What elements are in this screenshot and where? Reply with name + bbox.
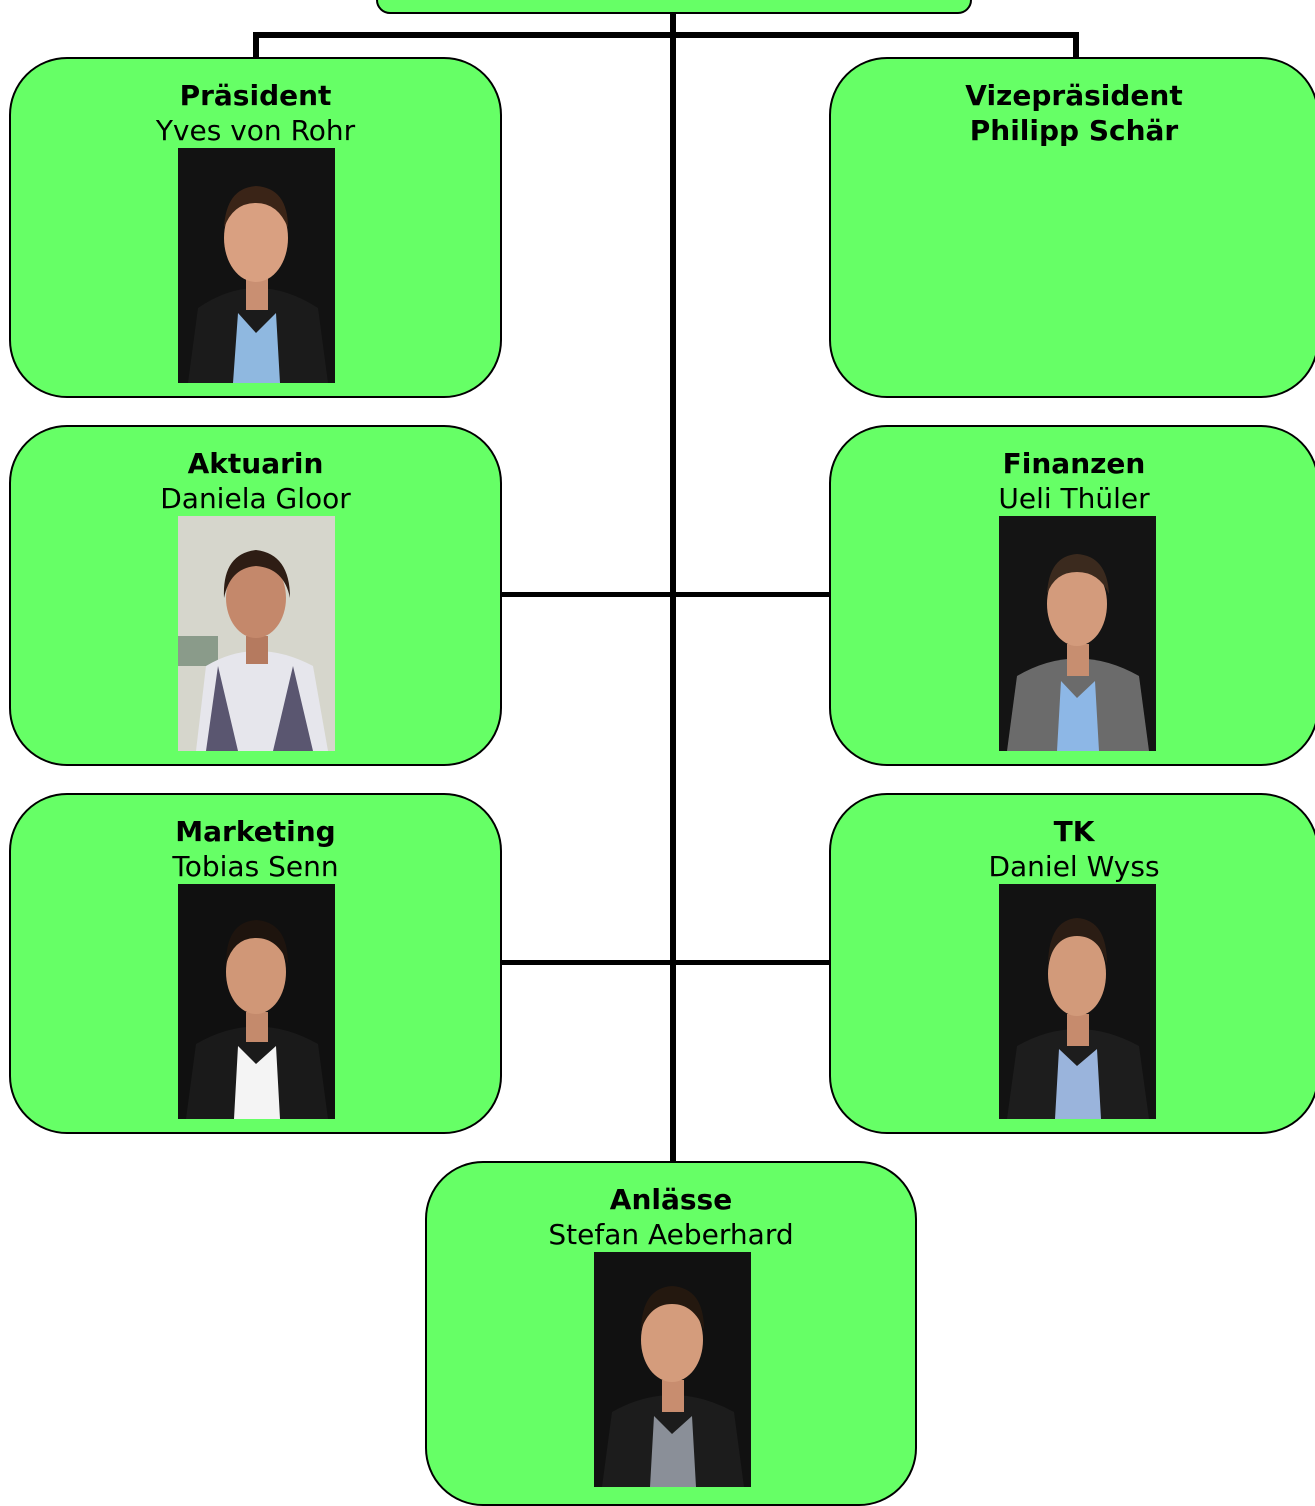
connector-row3 [500, 960, 832, 965]
role-label: Marketing [175, 815, 336, 848]
org-box-aktuarin: Aktuarin Daniela Gloor [9, 425, 502, 766]
portrait-photo [178, 516, 335, 751]
person-name: Stefan Aeberhard [548, 1218, 794, 1251]
person-name: Daniel Wyss [988, 850, 1160, 883]
person-name: Philipp Schär [969, 114, 1179, 147]
org-box-anlaesse: Anlässe Stefan Aeberhard [425, 1161, 917, 1506]
person-name: Tobias Senn [172, 850, 339, 883]
org-box-finanzen: Finanzen Ueli Thüler [829, 425, 1315, 766]
connector-top-left-drop [253, 32, 259, 58]
person-name: Daniela Gloor [160, 482, 351, 515]
role-label: Finanzen [1002, 447, 1146, 480]
role-label: Vizepräsident [965, 79, 1183, 112]
person-name: Yves von Rohr [155, 114, 356, 147]
connector-row2 [500, 592, 832, 597]
role-label: Aktuarin [187, 447, 324, 480]
connector-trunk [670, 8, 676, 1163]
org-box-marketing: Marketing Tobias Senn [9, 793, 502, 1134]
role-label: Anlässe [609, 1183, 733, 1216]
person-name: Ueli Thüler [998, 482, 1150, 515]
org-box-vizepraesident: Vizepräsident Philipp Schär [829, 57, 1315, 398]
portrait-photo [178, 884, 335, 1119]
portrait-photo [999, 516, 1156, 751]
portrait-photo [999, 884, 1156, 1119]
role-label: Präsident [179, 79, 332, 112]
connector-top-right-drop [1073, 32, 1079, 58]
portrait-photo [594, 1252, 751, 1487]
org-box-tk: TK Daniel Wyss [829, 793, 1315, 1134]
top-org-box [376, 0, 972, 14]
connector-top-bar [253, 32, 1079, 38]
portrait-photo [178, 148, 335, 383]
role-label: TK [1053, 815, 1095, 848]
org-box-praesident: Präsident Yves von Rohr [9, 57, 502, 398]
